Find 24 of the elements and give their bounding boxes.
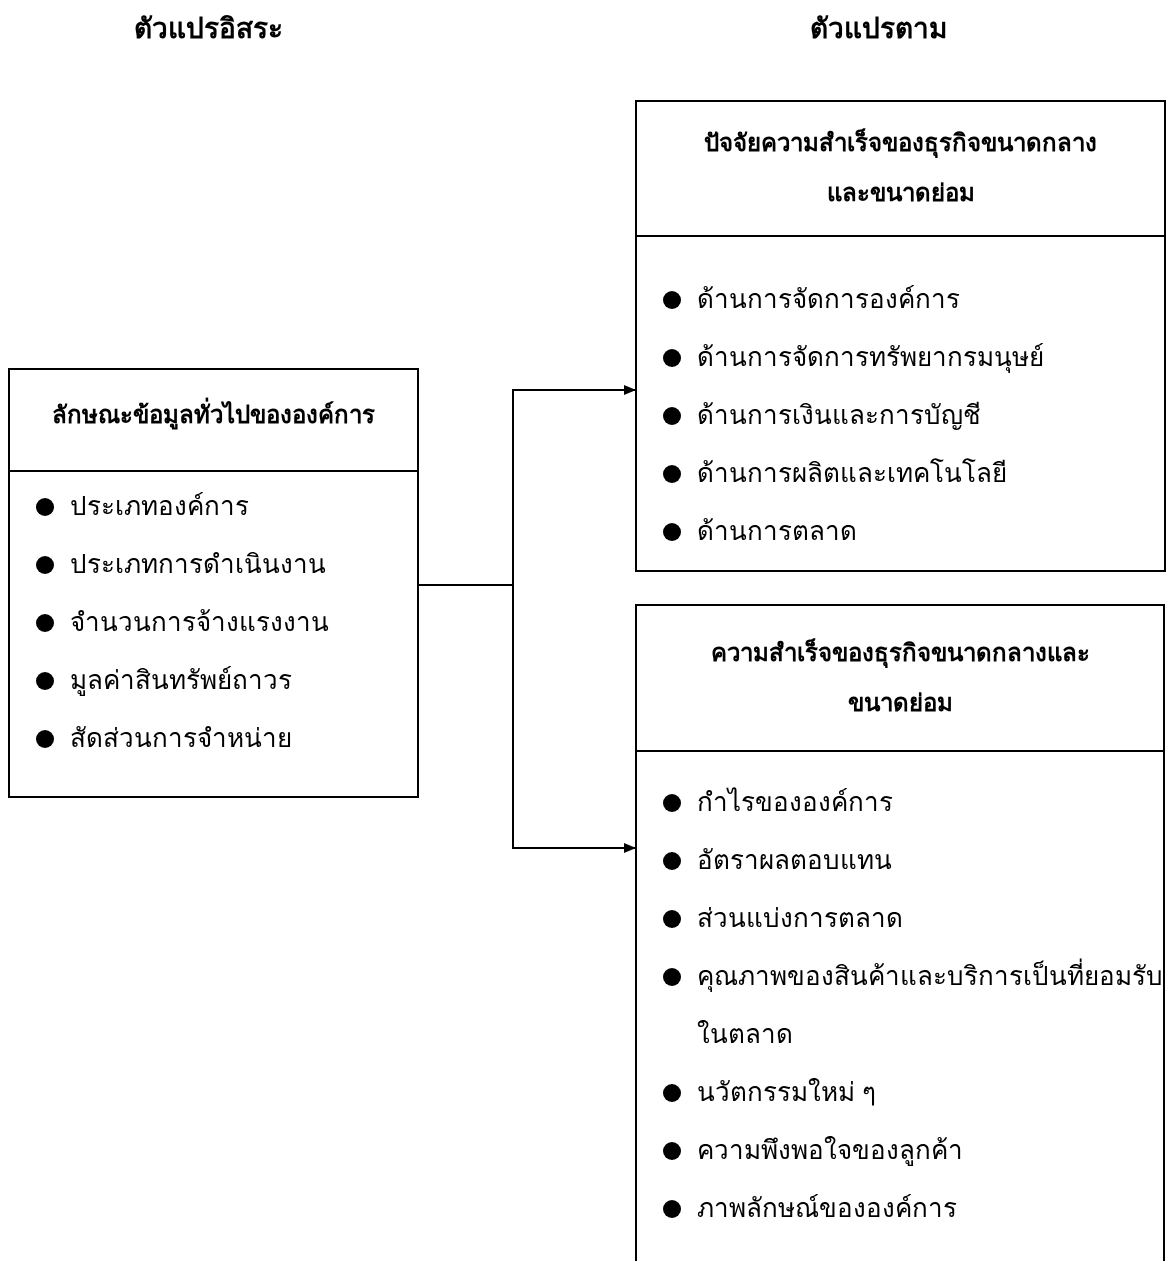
list-item: มูลค่าสินทรัพย์ถาวร [70,666,292,695]
list-item: ประเภทองค์การ [70,492,249,521]
list-item: กำไรขององค์การ [697,788,893,817]
list-item: นวัตกรรมใหม่ ๆ [697,1078,876,1107]
list-item: ภาพลักษณ์ขององค์การ [697,1194,957,1223]
column-heading: ตัวแปรตาม [809,12,947,46]
list-item: สัดส่วนการจำหน่าย [70,724,292,753]
list-item: ด้านการตลาด [697,517,857,546]
text-box [8,368,419,798]
list-item: ด้านการจัดการทรัพยากรมนุษย์ [697,343,1044,372]
list-item: จำนวนการจ้างแรงงาน [70,608,329,637]
box-heading: ลักษณะข้อมูลทั่วไปขององค์การ [10,370,417,472]
list-item: ประเภทการดำเนินงาน [70,550,326,579]
list-item: ด้านการเงินและการบัญชี [697,401,981,430]
text-box [635,604,1165,1261]
list-item: ความพึงพอใจของลูกค้า [697,1136,963,1165]
list-item: ด้านการผลิตและเทคโนโลยี [697,459,1007,488]
list-item: ส่วนแบ่งการตลาด [697,904,903,933]
text-box [635,100,1166,572]
box-heading: ปัจจัยความสำเร็จของธุรกิจขนาดกลางและขนาดย่อม [637,102,1164,237]
list-item: อัตราผลตอบแทน [697,846,892,875]
list-item: ด้านการจัดการองค์การ [697,285,960,314]
column-heading: ตัวแปรอิสระ [133,12,283,46]
box-heading: ความสำเร็จของธุรกิจขนาดกลางและขนาดย่อม [637,606,1163,752]
